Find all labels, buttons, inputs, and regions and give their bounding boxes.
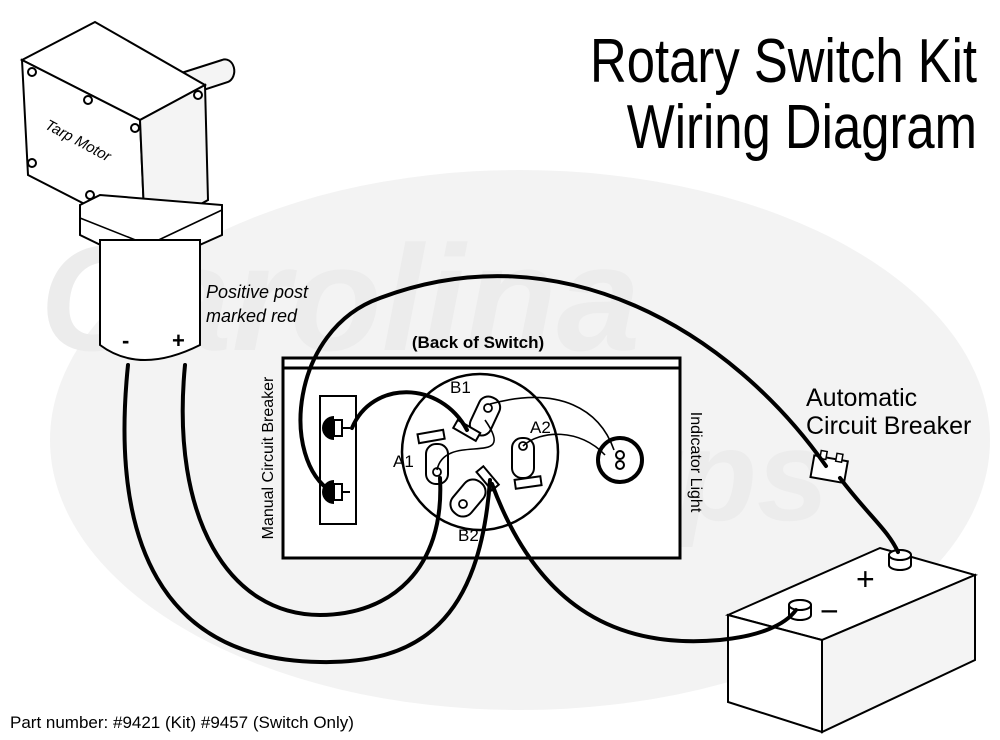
terminal-b2-label: B2	[458, 526, 479, 545]
motor-bolt	[193, 90, 203, 100]
back-of-switch-caption: (Back of Switch)	[412, 333, 544, 352]
terminal-b1-label: B1	[450, 378, 471, 397]
wire-a1-to-b1	[436, 419, 495, 471]
battery-side	[821, 573, 976, 734]
wire-b1-to-light	[489, 396, 615, 451]
motor-bolt	[130, 123, 140, 133]
part-numbers: Part number: #9421 (Kit) #9457 (Switch O…	[10, 713, 354, 732]
motor-positive-label: +	[172, 328, 185, 353]
positive-post-note: Positive post marked red	[206, 282, 309, 326]
manual-circuit-breaker-label: Manual Circuit Breaker	[260, 376, 277, 539]
wire-breaker-to-b1	[350, 390, 469, 432]
automatic-circuit-breaker: Automatic Circuit Breaker	[806, 384, 971, 485]
auto-breaker-body	[809, 449, 849, 485]
wire-motor-negative-to-b2	[122, 363, 492, 665]
terminal-a1	[416, 428, 449, 485]
wires	[122, 274, 900, 665]
wire-breaker-to-auto-breaker	[298, 274, 828, 494]
auto-breaker-label-line1: Automatic	[806, 384, 917, 412]
title-line-1: Rotary Switch Kit	[590, 27, 977, 96]
wire-a2-to-light	[522, 433, 606, 456]
title-line-2: Wiring Diagram	[627, 93, 977, 162]
terminal-a1-label: A1	[393, 452, 414, 471]
tarp-motor: Tarp Motor - +	[19, 20, 236, 361]
terminal-b2	[449, 464, 501, 518]
page-title: Rotary Switch Kit Wiring Diagram	[590, 27, 977, 162]
indicator-light	[596, 436, 644, 484]
motor-cylinder	[99, 239, 201, 361]
battery-positive-post	[888, 549, 912, 571]
indicator-light-label: Indicator Light	[687, 412, 704, 513]
battery-negative-label: −	[820, 593, 839, 629]
positive-post-note-line2: marked red	[206, 306, 298, 326]
wire-auto-breaker-to-battery-positive	[838, 476, 900, 554]
auto-breaker-label-line2: Circuit Breaker	[806, 412, 971, 440]
motor-bolt	[27, 158, 37, 168]
motor-bolt	[83, 95, 93, 105]
breaker-terminal-top	[322, 416, 350, 440]
wire-b2-to-battery-negative	[490, 482, 798, 644]
switch-back-panel: (Back of Switch) Manual Circuit Breaker …	[260, 333, 704, 560]
wire-motor-positive-to-a1	[180, 363, 443, 617]
positive-post-note-line1: Positive post	[206, 282, 309, 302]
manual-circuit-breaker	[319, 395, 357, 525]
motor-negative-label: -	[122, 328, 129, 353]
battery-positive-label: +	[856, 561, 875, 597]
motor-gearbox-side	[138, 83, 210, 237]
motor-bolt	[27, 67, 37, 77]
terminal-a2-label: A2	[530, 418, 551, 437]
